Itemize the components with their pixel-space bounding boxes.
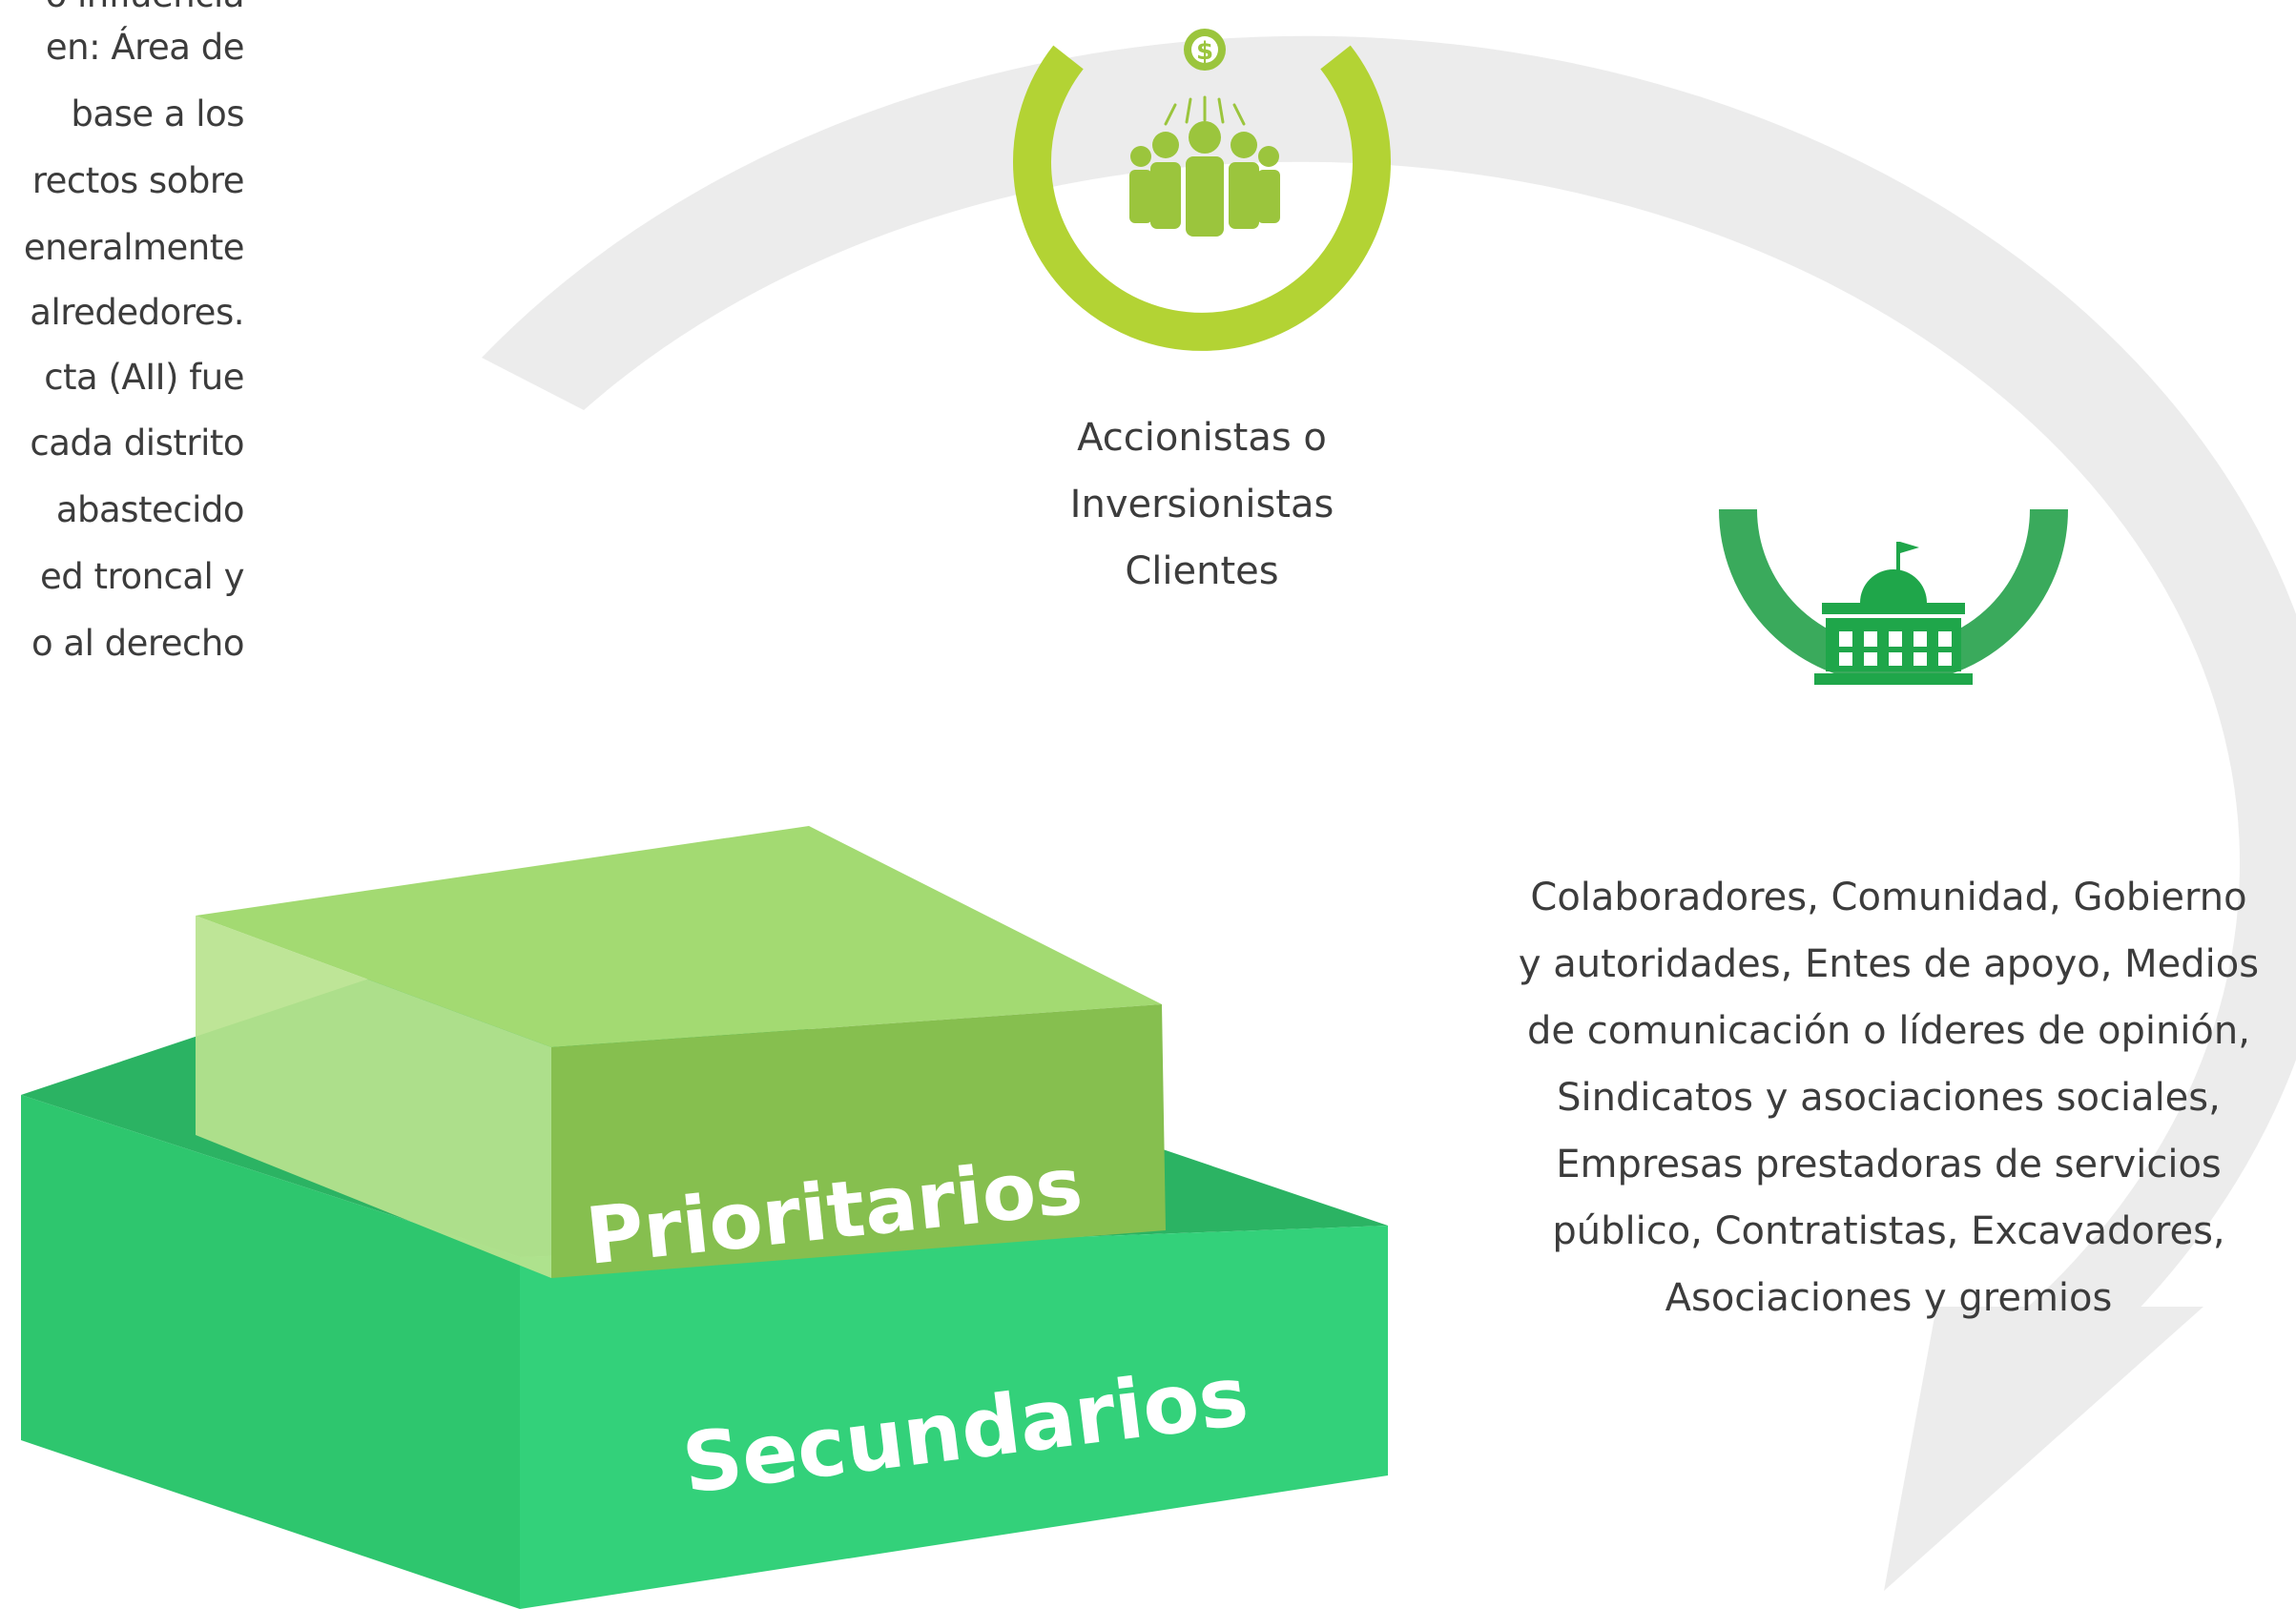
top-node-caption: Accionistas o Inversionistas Clientes bbox=[992, 404, 1412, 605]
block-prioritarios-left bbox=[196, 916, 551, 1278]
intro-line: o al derecho bbox=[31, 623, 244, 664]
intro-line: eneralmente bbox=[23, 227, 245, 268]
caption-line: y autoridades, Entes de apoyo, Medios bbox=[1518, 942, 2260, 986]
intro-line: abastecido bbox=[55, 489, 245, 530]
block-prioritarios: Prioritarios bbox=[196, 826, 1166, 1283]
block-secundarios-front bbox=[520, 1226, 1388, 1609]
top-node-ring bbox=[1013, 45, 1391, 351]
top-node: $ bbox=[1013, 29, 1391, 351]
cycle-arrow-head bbox=[1884, 1307, 2203, 1591]
intro-line: cada distrito bbox=[30, 423, 244, 464]
caption-line: Colaboradores, Comunidad, Gobierno bbox=[1530, 876, 2247, 919]
intro-paragraph: o influencia en: Área de base a los rect… bbox=[0, 0, 246, 687]
intro-line: o influencia bbox=[46, 0, 245, 28]
intro-line: en: Área de bbox=[45, 27, 245, 68]
block-prioritarios-front bbox=[551, 1004, 1166, 1278]
caption-line: público, Contratistas, Excavadores, bbox=[1552, 1209, 2225, 1253]
intro-line: base a los bbox=[71, 93, 244, 134]
intro-line: cta (AII) fue bbox=[44, 357, 244, 398]
caption-line: Empresas prestadoras de servicios bbox=[1556, 1143, 2222, 1186]
block-prioritarios-top bbox=[196, 826, 1162, 1047]
caption-line: de comunicación o líderes de opinión, bbox=[1527, 1009, 2250, 1053]
block-secundarios-left bbox=[21, 1095, 520, 1609]
right-node-caption: Colaboradores, Comunidad, Gobierno y aut… bbox=[1488, 864, 2289, 1331]
intro-line: ed troncal y bbox=[40, 556, 244, 597]
right-node bbox=[1719, 508, 2068, 685]
government-building-icon bbox=[1814, 542, 1973, 685]
caption-line: Sindicatos y asociaciones sociales, bbox=[1557, 1076, 2221, 1120]
cycle-arrow bbox=[482, 35, 2296, 1591]
intro-line: rectos sobre bbox=[31, 160, 245, 201]
caption-line: Accionistas o bbox=[1077, 416, 1327, 460]
svg-text:$: $ bbox=[1196, 37, 1213, 66]
caption-line: Clientes bbox=[1125, 549, 1279, 593]
caption-line: Inversionistas bbox=[1069, 483, 1334, 526]
investor-group-icon: $ bbox=[1129, 29, 1280, 237]
intro-line: alrededores. bbox=[30, 292, 244, 333]
caption-line: Asociaciones y gremios bbox=[1665, 1276, 2113, 1320]
